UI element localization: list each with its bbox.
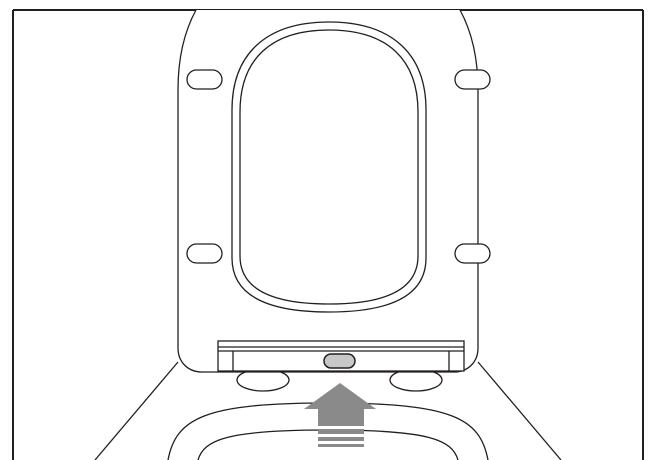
seat-opening-inner (239, 29, 419, 305)
arrow-shaft (318, 409, 364, 426)
seat-outline (177, 9, 479, 373)
slot-top-left (186, 69, 223, 90)
arrow-stripe-3 (318, 444, 364, 447)
hinge-bar (217, 340, 465, 372)
arrow-stripe-2 (318, 437, 364, 441)
arrow-head (304, 383, 376, 409)
release-button (323, 353, 356, 369)
arrow-stripe-1 (318, 429, 364, 434)
slot-bottom-right (454, 243, 491, 264)
up-arrow-icon (304, 383, 376, 447)
toilet-seat (177, 9, 491, 373)
bowl-outer-right-edge (477, 361, 562, 460)
fixing-slots (186, 69, 491, 264)
bowl-outer-left-edge (94, 361, 179, 460)
seat-opening-outer (231, 21, 427, 313)
slot-bottom-left (186, 243, 223, 264)
slot-top-right (454, 69, 491, 90)
